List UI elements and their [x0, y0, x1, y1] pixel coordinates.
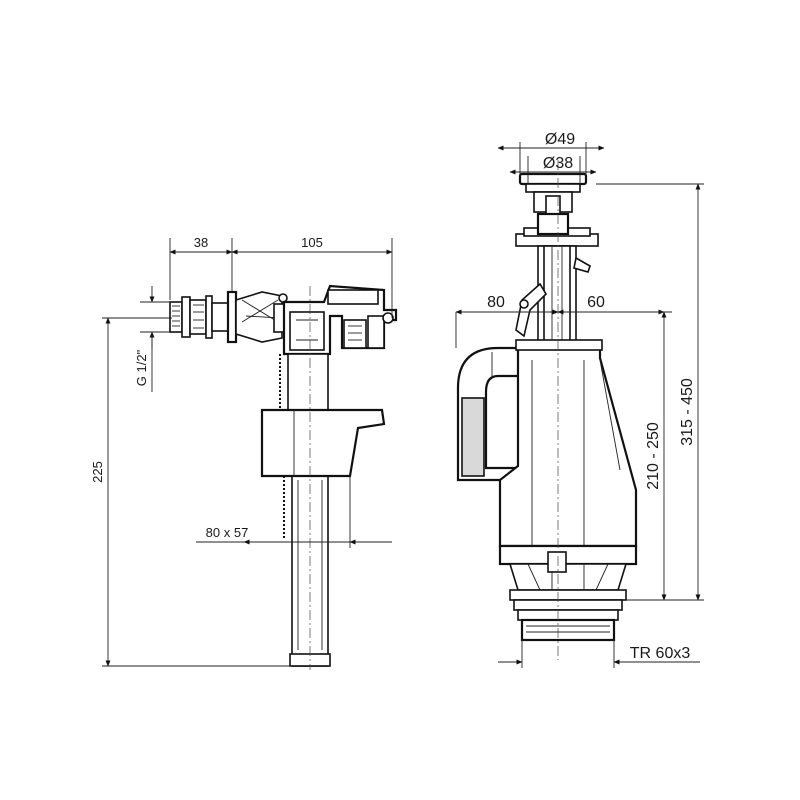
push-button [518, 172, 588, 217]
flush-body [498, 339, 638, 548]
inlet-fitting [169, 290, 238, 344]
flush-valve: Ø49 Ø38 80 60 210 - 250 315 - 45 [455, 131, 704, 668]
dim-210-250-label: 210 - 250 [645, 422, 662, 490]
dim-tr60x3-label: TR 60x3 [630, 645, 691, 662]
dim-d49-label: Ø49 [545, 131, 575, 148]
valve-float [260, 408, 386, 478]
dim-thread-label: G 1/2" [134, 349, 149, 386]
valve-head [282, 284, 398, 356]
dim-inner-diameter [509, 156, 597, 184]
dim-top-widths [169, 238, 393, 318]
dim-315-450-label: 315 - 450 [679, 378, 696, 446]
valve-body [235, 291, 288, 343]
dim-60-label: 60 [587, 294, 605, 311]
dim-80x57-label: 80 x 57 [206, 525, 249, 540]
dim-d38-label: Ø38 [543, 155, 573, 172]
dim-thread [140, 286, 170, 392]
dim-float [196, 476, 392, 548]
dim-225-label: 225 [90, 461, 105, 483]
flush-base [498, 544, 638, 642]
dim-height-outer [596, 183, 704, 601]
side-latch [515, 256, 591, 338]
top-bracket [515, 212, 599, 247]
dim-38-label: 38 [194, 235, 208, 250]
fill-valve: 38 105 G 1/2" 225 80 x 57 [90, 235, 398, 670]
float-chain [279, 354, 285, 540]
dim-80-label: 80 [487, 294, 505, 311]
dim-105-label: 105 [301, 235, 323, 250]
dim-height [102, 317, 292, 667]
valve-tube [287, 353, 331, 667]
dim-bottom-thread [498, 640, 700, 668]
